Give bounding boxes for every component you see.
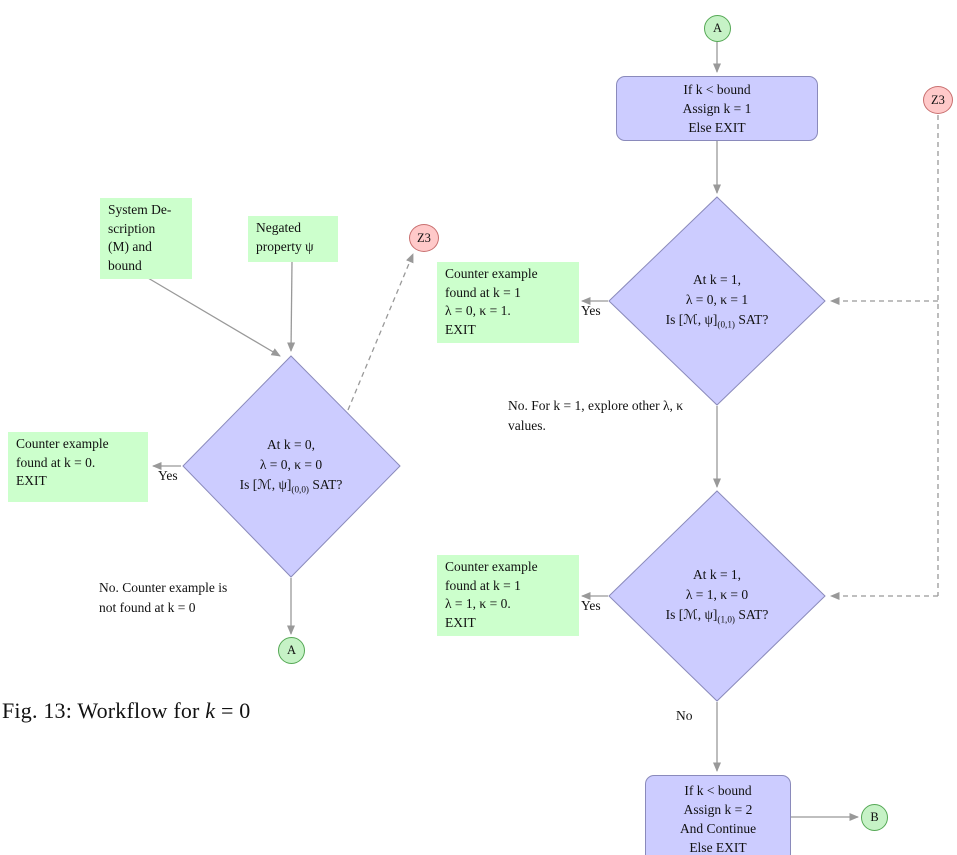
caption-text: = 0: [215, 698, 251, 723]
yes-label-right-2: Yes: [581, 598, 601, 613]
decision-sat-line: Is [ℳ, ψ](1,0) SAT?: [665, 606, 769, 625]
input-box-system-description: System De- scription (M) and bound: [100, 198, 192, 279]
assign-box-k1-text: If k < bound Assign k = 1 Else EXIT: [682, 81, 752, 136]
no-note-left: No. Counter example is not found at k = …: [99, 580, 228, 616]
dashed-arrow-diamond-to-z3-left: [347, 253, 414, 411]
counter-example-box-k0: Counter example found at k = 0. EXIT: [8, 432, 148, 502]
decision-line: λ = 1, κ = 0: [685, 587, 749, 602]
decision-sat-line: Is [ℳ, ψ](0,0) SAT?: [239, 476, 343, 495]
assign-box-k1: If k < bound Assign k = 1 Else EXIT: [616, 76, 818, 141]
input-box-negated-property: Negated property ψ: [248, 216, 338, 262]
arrow-system-to-diamond: [147, 277, 281, 357]
counter-example-box-k1-10: Counter example found at k = 1 λ = 1, κ …: [437, 555, 579, 636]
no-note-right: No. For k = 1, explore other λ, κ values…: [508, 398, 684, 434]
z3-connector-right: Z3: [923, 86, 953, 114]
assign-box-k2-text: If k < bound Assign k = 2 And Continue E…: [679, 782, 757, 855]
connector-b: B: [861, 804, 888, 831]
z3-connector-left: Z3: [409, 224, 439, 252]
decision-text-k1-10: At k = 1, λ = 1, κ = 0 Is [ℳ, ψ](1,0) SA…: [617, 554, 817, 638]
caption-text: Fig. 13: Workflow for: [2, 698, 206, 723]
decision-text-k1-01: At k = 1, λ = 0, κ = 1 Is [ℳ, ψ](0,1) SA…: [617, 259, 817, 343]
assign-box-k2: If k < bound Assign k = 2 And Continue E…: [645, 775, 791, 855]
connector-a-right: A: [704, 15, 731, 42]
decision-sat-line: Is [ℳ, ψ](0,1) SAT?: [665, 311, 769, 330]
yes-label-right-1: Yes: [581, 303, 601, 318]
decision-line: At k = 1,: [692, 272, 742, 288]
figure-caption: Fig. 13: Workflow for k = 0: [2, 698, 250, 724]
counter-example-box-k1-01: Counter example found at k = 1 λ = 0, κ …: [437, 262, 579, 343]
decision-line: λ = 0, κ = 1: [685, 292, 749, 307]
decision-line: At k = 1,: [692, 567, 742, 583]
decision-line: λ = 0, κ = 0: [259, 457, 323, 472]
no-label-right: No: [676, 708, 693, 723]
arrow-property-to-diamond: [287, 261, 296, 352]
decision-text-k0: At k = 0, λ = 0, κ = 0 Is [ℳ, ψ](0,0) SA…: [191, 424, 391, 508]
connector-a-left: A: [278, 637, 305, 664]
decision-line: At k = 0,: [266, 437, 316, 453]
caption-variable: k: [205, 698, 216, 723]
yes-label-left: Yes: [158, 468, 178, 483]
